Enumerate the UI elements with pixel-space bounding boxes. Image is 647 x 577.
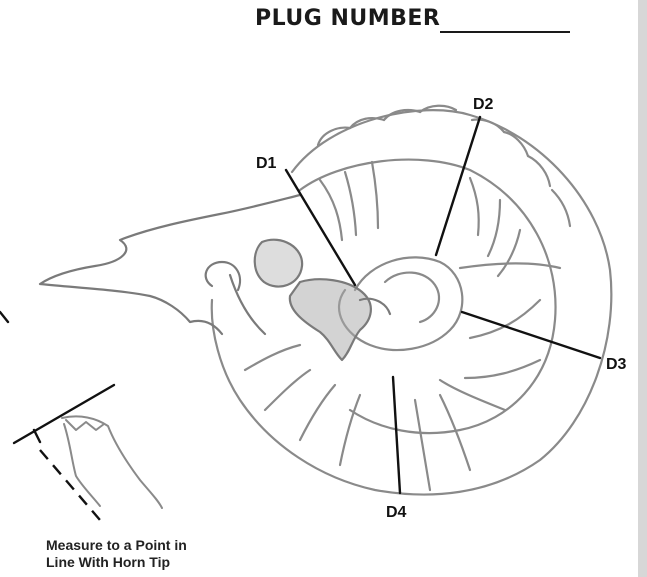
measure-instruction-line-2: Line With Horn Tip: [46, 554, 187, 571]
d4-measure-line: [393, 377, 400, 493]
horn-tip-sketch: [62, 416, 162, 508]
d1-label: D1: [256, 155, 277, 172]
d3-label: D3: [606, 356, 627, 373]
measure-instruction-line-1: Measure to a Point in: [46, 537, 187, 554]
tip-tick: [34, 430, 40, 442]
right-edge-bar: [638, 0, 647, 577]
d4-label: D4: [386, 504, 407, 521]
measure-instruction: Measure to a Point in Line With Horn Tip: [46, 537, 187, 571]
left-edge-mark: [0, 312, 8, 322]
d2-label: D2: [473, 96, 494, 113]
horn-tip-reference-line: [14, 385, 114, 443]
horn-tip-dashed-line: [40, 450, 100, 520]
